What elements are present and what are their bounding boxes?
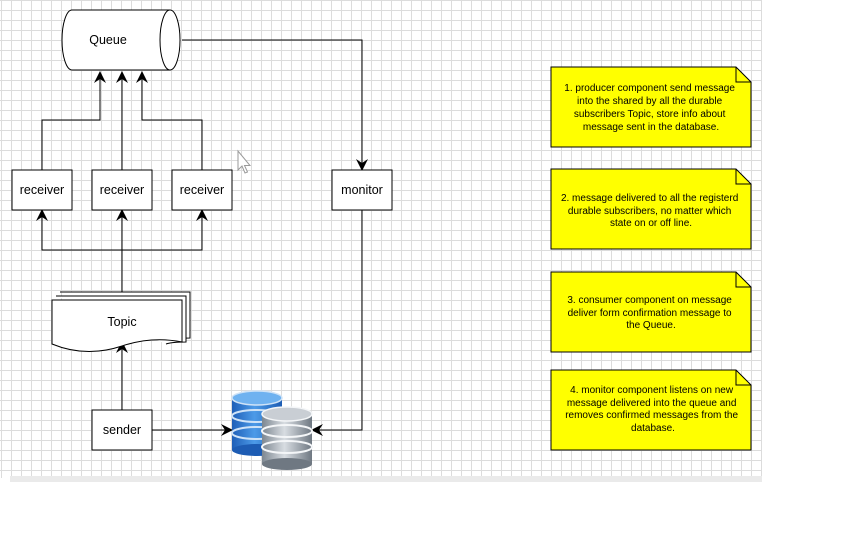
edge-receiver3-queue: [136, 71, 203, 170]
edge-queue-monitor: [182, 39, 368, 171]
monitor-node[interactable]: monitor: [331, 169, 393, 211]
receiver-label: receiver: [100, 183, 144, 197]
receiver-label: receiver: [20, 183, 64, 197]
receiver-node-3[interactable]: receiver: [171, 169, 233, 211]
sender-node[interactable]: sender: [91, 409, 153, 451]
note-3[interactable]: 3. consumer component on message deliver…: [550, 271, 752, 353]
edge-topic-receiver3: [122, 209, 208, 251]
topic-label: Topic: [107, 315, 136, 329]
canvas-scroll-edge: [10, 476, 762, 482]
queue-label: Queue: [89, 33, 127, 47]
topic-node[interactable]: Topic: [51, 291, 191, 353]
note-text: 4. monitor component listens on new mess…: [565, 385, 741, 434]
note-4[interactable]: 4. monitor component listens on new mess…: [550, 369, 752, 451]
edge-topic-receiver1: [36, 209, 123, 292]
edge-receiver1-queue: [41, 71, 106, 170]
queue-node[interactable]: Queue: [61, 9, 181, 71]
note-1[interactable]: 1. producer component send message into …: [550, 66, 752, 148]
note-2[interactable]: 2. message delivered to all the register…: [550, 168, 752, 250]
note-text: 3. consumer component on message deliver…: [567, 295, 734, 331]
receiver-label: receiver: [180, 183, 224, 197]
connectors: [36, 39, 368, 436]
note-text: 1. producer component send message into …: [564, 83, 737, 133]
receiver-node-1[interactable]: receiver: [11, 169, 73, 211]
database-icon[interactable]: [231, 390, 313, 470]
receiver-node-2[interactable]: receiver: [91, 169, 153, 211]
cursor-icon: [237, 149, 252, 174]
note-text: 2. message delivered to all the register…: [561, 193, 741, 229]
monitor-label: monitor: [341, 183, 383, 197]
edge-monitor-database: [311, 210, 363, 436]
sender-label: sender: [103, 423, 141, 437]
